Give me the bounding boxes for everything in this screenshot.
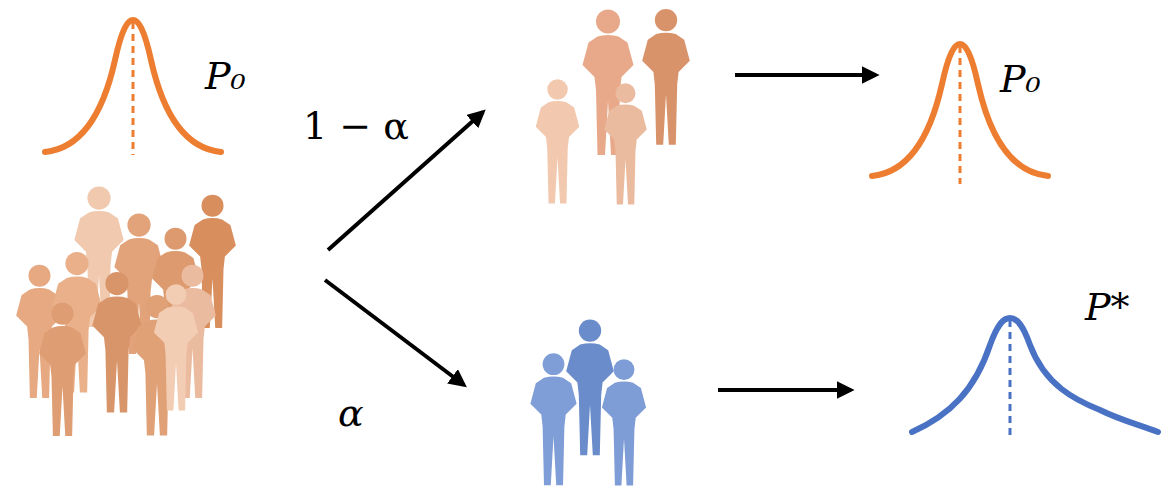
result-arrow: [735, 73, 876, 77]
distribution-label: P₀: [1000, 58, 1041, 102]
probability-label: 1 − α: [303, 105, 409, 149]
distribution-curve: [912, 318, 1158, 438]
group-figures: [536, 9, 690, 205]
split-arrow: [325, 280, 464, 385]
result-arrow: [718, 388, 851, 392]
crowd-figures: [16, 186, 236, 436]
probability-label: α: [338, 392, 364, 436]
distribution-label: P*: [1085, 286, 1130, 330]
distribution-curve: [45, 20, 221, 155]
distribution-label: P₀: [205, 55, 246, 99]
distribution-curve: [872, 44, 1048, 184]
group-figures: [530, 319, 646, 485]
